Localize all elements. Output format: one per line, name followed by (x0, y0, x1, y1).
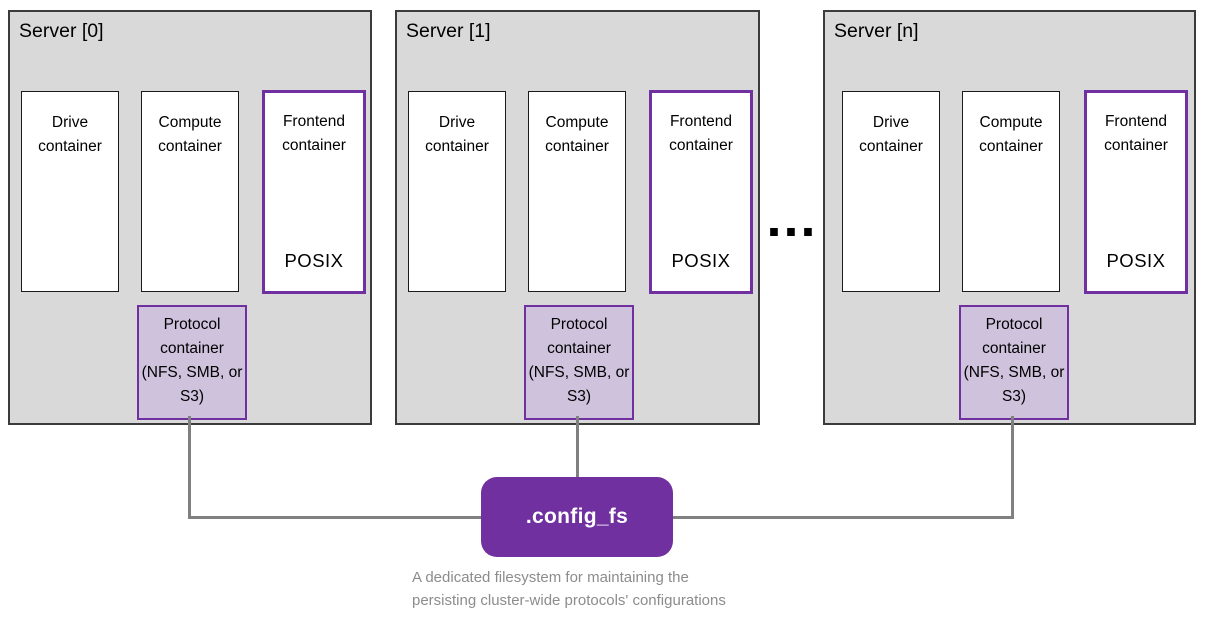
compute-container: Compute container (141, 91, 239, 292)
drive-container: Drive container (21, 91, 119, 292)
server-box-1: Server [1] Drive container Compute conta… (395, 10, 760, 425)
compute-container: Compute container (528, 91, 626, 292)
more-servers-ellipsis: ... (766, 188, 818, 248)
protocol-container: Protocol container (NFS, SMB, or S3) (959, 305, 1069, 420)
frontend-container: Frontend container POSIX (649, 90, 753, 294)
protocol-container: Protocol container (NFS, SMB, or S3) (524, 305, 634, 420)
server-box-0: Server [0] Drive container Compute conta… (8, 10, 372, 425)
connector-line-middle-vertical (576, 416, 579, 479)
drive-container: Drive container (408, 91, 506, 292)
config-fs-label: .config_fs (525, 505, 629, 528)
drive-container: Drive container (842, 91, 940, 292)
server-title: Server [0] (19, 20, 104, 42)
frontend-container-label: Frontend container (669, 113, 733, 154)
posix-label: POSIX (284, 250, 344, 271)
config-fs-caption: A dedicated filesystem for maintaining t… (412, 566, 726, 612)
caption-line-2: persisting cluster-wide protocols' confi… (412, 592, 726, 609)
connector-line-left-vertical (188, 416, 191, 518)
frontend-container: Frontend container POSIX (1084, 90, 1188, 294)
frontend-container-label: Frontend container (282, 113, 346, 154)
frontend-container: Frontend container POSIX (262, 90, 366, 294)
protocol-container: Protocol container (NFS, SMB, or S3) (137, 305, 247, 420)
connector-line-right-vertical (1011, 416, 1014, 518)
connector-line-right-horizontal (672, 516, 1014, 519)
posix-label: POSIX (1106, 250, 1166, 271)
server-title: Server [n] (834, 20, 919, 42)
server-title: Server [1] (406, 20, 491, 42)
server-box-n: Server [n] Drive container Compute conta… (823, 10, 1196, 425)
caption-line-1: A dedicated filesystem for maintaining t… (412, 569, 689, 586)
compute-container: Compute container (962, 91, 1060, 292)
frontend-container-label: Frontend container (1104, 113, 1168, 154)
connector-line-left-horizontal (188, 516, 482, 519)
posix-label: POSIX (671, 250, 731, 271)
config-fs-node: .config_fs (481, 477, 673, 557)
